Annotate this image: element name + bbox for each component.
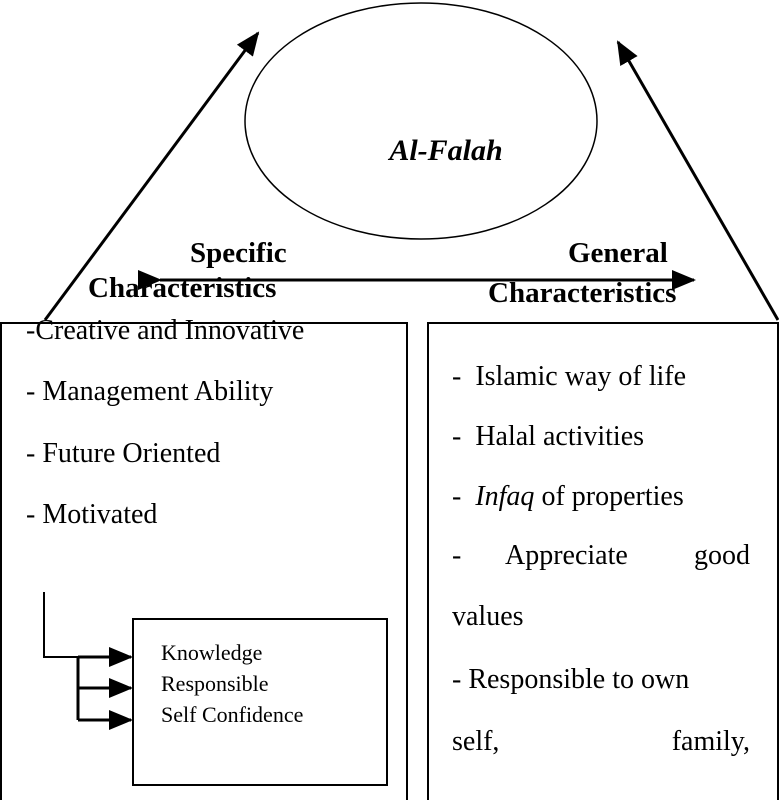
general-item: self, (452, 726, 499, 757)
specific-item: -Creative and Innovative (26, 315, 304, 346)
sub-item: Knowledge (161, 640, 262, 665)
specific-item: - Future Oriented (26, 438, 220, 469)
general-title-2: Characteristics (488, 277, 676, 309)
specific-item: - Motivated (26, 499, 157, 530)
specific-title-1: Specific (190, 237, 287, 269)
general-item: good (694, 540, 750, 571)
al-falah-label: Al-Falah (387, 134, 502, 167)
right-up-arrow (616, 40, 779, 321)
specific-characteristics-box (0, 322, 408, 800)
general-item: - Infaq of properties (452, 481, 684, 512)
sub-characteristics-box (132, 618, 388, 786)
general-item: - Responsible to own (452, 664, 689, 695)
general-item: values (452, 601, 524, 632)
specific-title-2: Characteristics (88, 272, 276, 304)
general-item: family, (672, 726, 750, 757)
connector-line (43, 592, 78, 658)
specific-item: - Management Ability (26, 376, 273, 407)
left-up-arrow (43, 31, 260, 321)
general-item: - Islamic way of life (452, 361, 686, 392)
general-item: Appreciate (505, 540, 628, 571)
sub-item: Self Confidence (161, 702, 303, 727)
general-characteristics-box (427, 322, 779, 800)
general-item: - Halal activities (452, 421, 644, 452)
general-item: - (452, 540, 461, 571)
al-falah-ellipse (244, 2, 598, 240)
general-title-1: General (568, 237, 668, 269)
sub-item: Responsible (161, 671, 269, 696)
